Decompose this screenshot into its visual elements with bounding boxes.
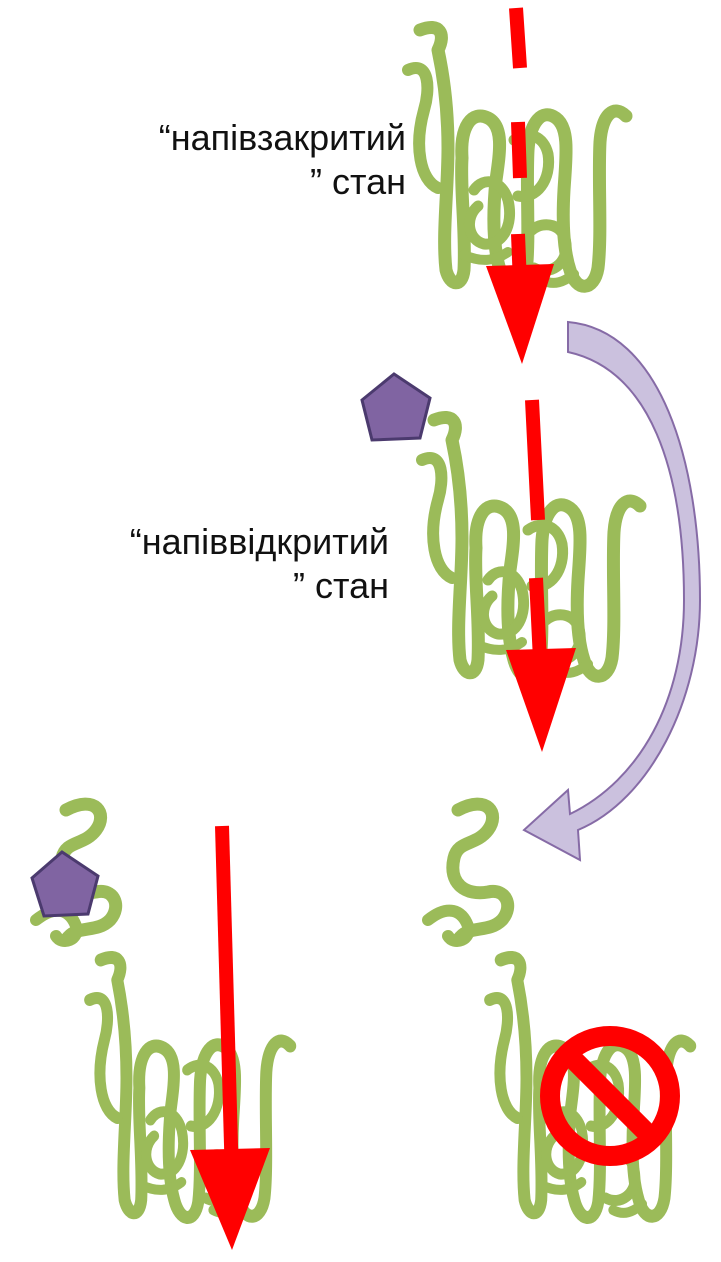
ligand-pentagon-icon bbox=[362, 374, 430, 440]
protein-coil-icon bbox=[428, 804, 508, 941]
ligand-pentagon-icon bbox=[32, 852, 98, 916]
protein-coil-icon bbox=[90, 957, 291, 1217]
